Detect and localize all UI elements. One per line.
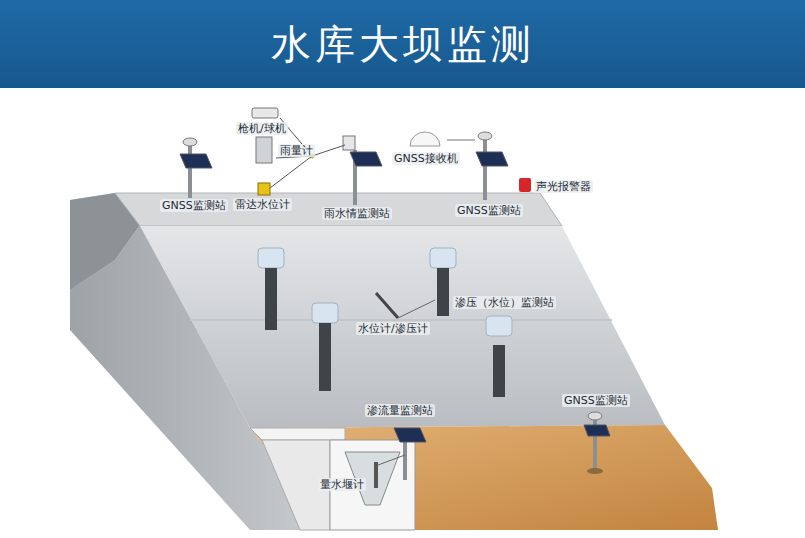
station-label: 雷达水位计 (233, 198, 292, 211)
camera (252, 108, 278, 118)
weir-meter (374, 462, 378, 488)
ground (250, 425, 718, 530)
station-label: GNSS接收机 (392, 152, 460, 165)
title: 水库大坝监测 (0, 0, 805, 88)
gnss-station (476, 132, 508, 200)
gnss-receiver (410, 132, 440, 146)
channel-top (250, 428, 345, 440)
station-label: 渗流量监测站 (365, 404, 435, 417)
sensor-cable (398, 300, 435, 318)
antenna (183, 138, 197, 146)
seepage-station (374, 428, 426, 488)
solar-panel (394, 428, 426, 442)
station-label: 枪机/球机 (236, 122, 288, 135)
rain-cup (343, 136, 355, 150)
antenna (478, 132, 492, 140)
berm-line (190, 319, 612, 321)
station-label: GNSS监测站 (160, 199, 228, 212)
pole (483, 140, 487, 200)
wire (270, 156, 312, 188)
solar-panel (180, 154, 212, 168)
station-label: 雨水情监测站 (322, 207, 392, 220)
wire (447, 140, 475, 141)
solar-panel (476, 152, 508, 166)
tube-slot (265, 268, 277, 330)
wire (378, 455, 405, 465)
tube-cap (430, 248, 456, 268)
gnss-station (584, 412, 610, 474)
solar-panel (350, 152, 382, 166)
radar-level-meter (258, 183, 270, 195)
antenna (588, 412, 602, 420)
station-label: 声光报警器 (534, 180, 593, 193)
station-label: 水位计/渗压计 (356, 322, 430, 335)
tube-cap (258, 248, 284, 268)
piezometer-sensor (376, 293, 398, 318)
station-label: 雨量计 (278, 144, 315, 157)
tube-slot (319, 323, 331, 391)
tube-slot (493, 345, 505, 397)
station-label: 量水堰计 (318, 478, 366, 491)
tube-cap (312, 303, 338, 323)
piezometer-tubes (258, 248, 512, 397)
station-label: GNSS监测站 (562, 394, 630, 407)
footing (587, 468, 603, 474)
rain-gauge (256, 137, 272, 163)
solar-panel (584, 425, 610, 436)
dam-crest (115, 193, 562, 226)
station-label: 渗压（水位）监测站 (453, 296, 556, 309)
dam-slope (140, 226, 665, 428)
sound-light-alarm (519, 178, 531, 192)
tube-slot (437, 268, 449, 316)
tube-cap (486, 316, 512, 336)
gnss-station (180, 138, 212, 198)
wire (312, 145, 345, 156)
station-label: GNSS监测站 (455, 204, 523, 217)
